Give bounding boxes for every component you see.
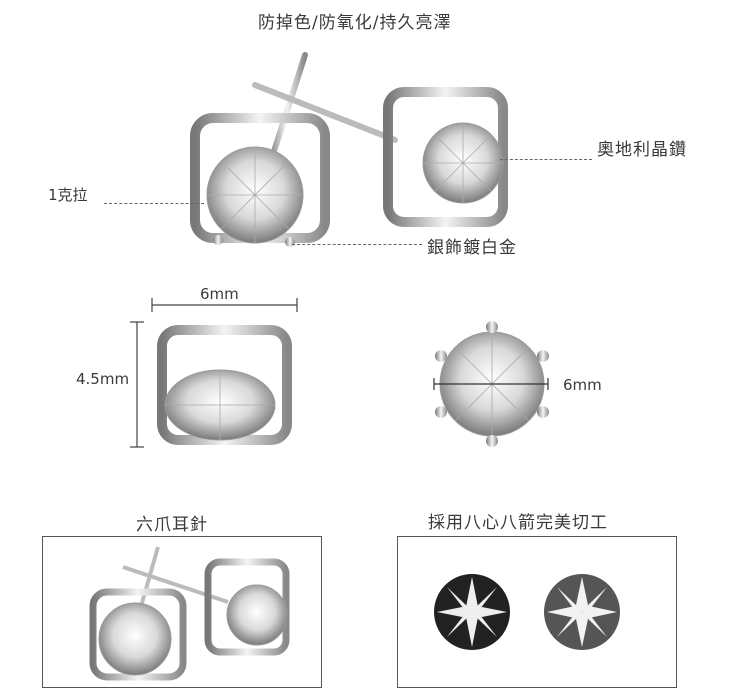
right-panel-title: 採用八心八箭完美切工 xyxy=(428,513,608,533)
weight-label: 1克拉 xyxy=(48,186,88,204)
diameter-dimension-label: 6mm xyxy=(563,376,602,394)
crystal-leader-line xyxy=(500,159,592,160)
width-dimension-label: 6mm xyxy=(200,285,239,303)
height-dimension-label: 4.5mm xyxy=(76,370,130,388)
crystal-label: 奧地利晶鑽 xyxy=(597,140,687,160)
earring-pair-image xyxy=(190,52,508,247)
six-prong-earring-image xyxy=(89,546,290,681)
plating-label: 銀飾鍍白金 xyxy=(427,238,517,258)
plating-leader-line xyxy=(292,244,422,245)
left-panel-title: 六爪耳針 xyxy=(136,515,208,535)
hearts-arrows-cut-image xyxy=(434,574,620,650)
page-title: 防掉色/防氧化/持久亮澤 xyxy=(258,13,452,33)
hearts-arrows-panel xyxy=(397,536,677,688)
six-prong-panel xyxy=(42,536,322,688)
weight-leader-line xyxy=(104,203,204,204)
